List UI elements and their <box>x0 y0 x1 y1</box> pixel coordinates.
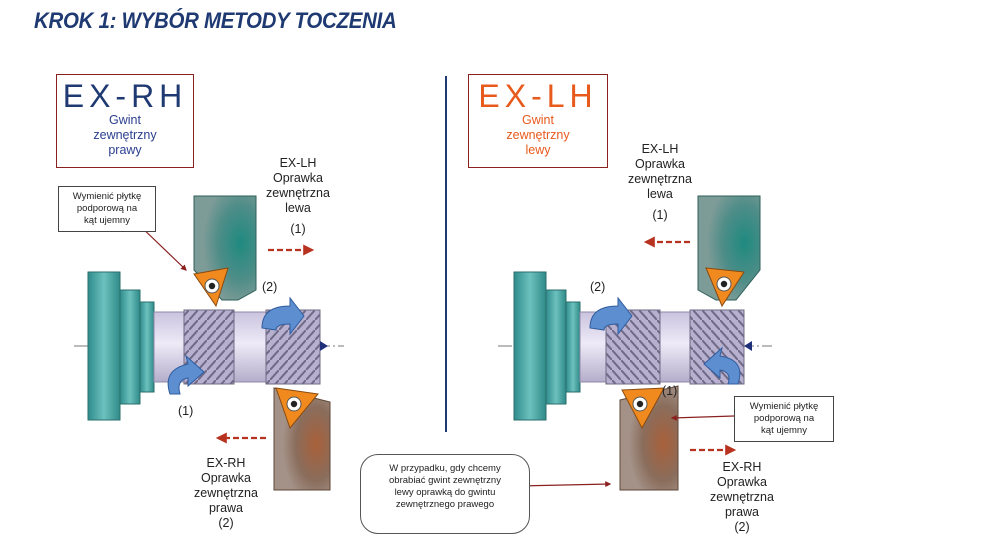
right-callout-line-2: podporową na <box>753 413 815 424</box>
right-upper-label-l3: zewnętrzna <box>628 172 692 186</box>
left-rotation-arrow-2 <box>261 296 305 336</box>
right-rotation-arrow-2 <box>589 296 633 336</box>
left-upper-label-step: (1) <box>290 222 306 236</box>
left-rotation-arrow-1 <box>167 354 205 395</box>
right-callout-leader <box>670 414 735 421</box>
right-feed-marker <box>744 341 752 351</box>
left-callout-line-2: podporową na <box>76 203 138 214</box>
left-desc-line-1: Gwint <box>109 113 141 127</box>
left-lower-label-l3: zewnętrzna <box>194 486 258 500</box>
right-upper-label-l4: lewa <box>647 187 673 201</box>
left-desc-line-3: prawy <box>108 143 142 157</box>
left-feed-marker <box>320 341 328 351</box>
right-step-marker-2: (2) <box>590 280 606 294</box>
left-lower-label-step: (2) <box>218 516 234 530</box>
right-lower-insert <box>621 387 665 430</box>
page-title: KROK 1: WYBÓR METODY TOCZENIA <box>34 8 397 33</box>
right-upper-insert <box>705 267 745 308</box>
left-desc-line-2: zewnętrzny <box>93 128 157 142</box>
bottom-note-line-1: W przypadku, gdy chcemy <box>389 463 501 474</box>
right-callout-line-1: Wymienić płytkę <box>749 401 819 412</box>
left-upper-label-code: EX-LH <box>279 156 317 170</box>
right-chuck <box>513 271 581 421</box>
right-desc-line-2: zewnętrzny <box>506 128 570 142</box>
left-upper-label-l2: Oprawka <box>272 171 324 185</box>
bottom-note-box: W przypadku, gdy chcemy obrabiać gwint z… <box>360 454 530 534</box>
right-step-marker-1: (1) <box>662 384 678 398</box>
right-upper-label-l2: Oprawka <box>634 157 686 171</box>
left-chuck <box>87 271 155 421</box>
bottom-note-line-3: lewy oprawką do gwintu <box>394 487 496 498</box>
right-lower-label-l2: Oprawka <box>716 475 768 489</box>
right-upper-label-code: EX-LH <box>641 142 679 156</box>
left-upper-label-l3: zewnętrzna <box>266 186 330 200</box>
left-lower-insert <box>275 387 319 430</box>
right-rotation-arrow-1 <box>703 346 741 385</box>
right-lower-label-code: EX-RH <box>722 460 762 474</box>
right-upper-holder-label: EX-LH Oprawka zewnętrzna lewa (1) <box>618 142 702 223</box>
note-leader <box>517 481 612 488</box>
left-callout-line-1: Wymienić płytkę <box>72 191 142 202</box>
bottom-note-line-4: zewnętrznego prawego <box>395 499 495 510</box>
left-step-marker-2: (2) <box>262 280 278 294</box>
left-upper-holder-label: EX-LH Oprawka zewnętrzna lewa (1) <box>256 156 340 237</box>
right-lower-label-step: (2) <box>734 520 750 534</box>
right-callout-line-3: kąt ujemny <box>761 425 807 436</box>
left-callout-box: Wymienić płytkę podporową na kąt ujemny <box>58 186 156 232</box>
right-code-box: EX-LH Gwint zewnętrzny lewy <box>468 74 608 168</box>
left-step-marker-1: (1) <box>178 404 194 418</box>
left-upper-insert <box>193 267 229 308</box>
right-lower-label-l4: prawa <box>724 505 760 519</box>
left-lower-holder-label: EX-RH Oprawka zewnętrzna prawa (2) <box>184 456 268 531</box>
right-desc-line-3: lewy <box>525 143 551 157</box>
right-upper-label-step: (1) <box>652 208 668 222</box>
right-code: EX-LH <box>478 78 598 114</box>
right-lower-holder-label: EX-RH Oprawka zewnętrzna prawa (2) <box>700 460 784 535</box>
left-lower-label-l4: prawa <box>208 501 244 515</box>
right-desc-line-1: Gwint <box>522 113 554 127</box>
left-upper-label-l4: lewa <box>285 201 311 215</box>
right-callout-box: Wymienić płytkę podporową na kąt ujemny <box>734 396 834 442</box>
right-lower-label-l3: zewnętrzna <box>710 490 774 504</box>
left-code: EX-RH <box>62 78 188 114</box>
bottom-note-line-2: obrabiać gwint zewnętrzny <box>389 475 501 486</box>
left-lower-label-code: EX-RH <box>206 456 246 470</box>
left-callout-line-3: kąt ujemny <box>84 215 130 226</box>
left-lower-label-l2: Oprawka <box>200 471 252 485</box>
left-code-box: EX-RH Gwint zewnętrzny prawy <box>56 74 194 168</box>
